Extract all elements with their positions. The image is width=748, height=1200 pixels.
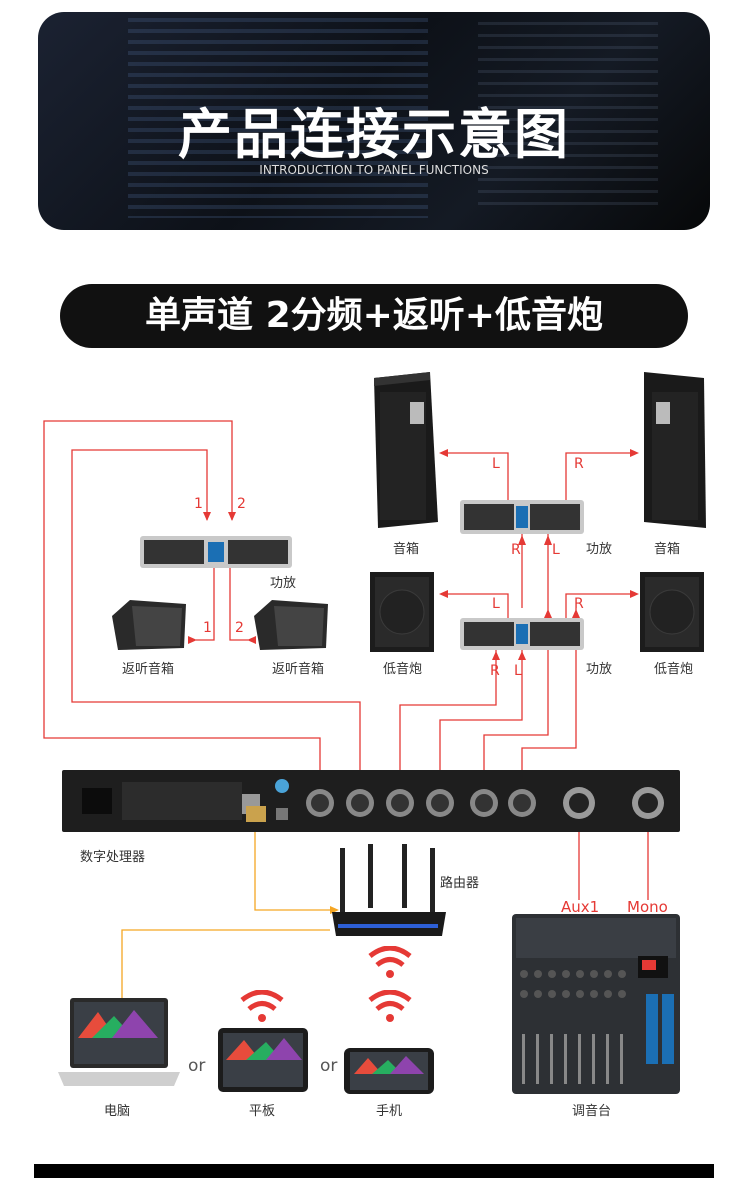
tablet-icon [218,1028,308,1092]
bottom-bar [34,1164,714,1178]
mark-link-r: R [511,542,521,558]
label-mixer: 调音台 [572,1104,612,1119]
speaker-right-icon [644,372,706,528]
amplifier-monitor-icon [140,536,292,568]
wire-sub-l [439,650,523,790]
wifi-tablet-icon [240,990,284,1022]
label-aux1: Aux1 [561,898,600,916]
label-amp-monitor: 功放 [270,576,297,591]
phone-icon [344,1048,434,1094]
wire-sub-out-r [565,593,632,618]
banner-subtitle: INTRODUCTION TO PANEL FUNCTIONS [259,163,489,177]
label-speaker-right: 音箱 [654,542,681,557]
label-mono: Mono [627,898,668,916]
wire-sub-r [399,650,497,790]
label-tablet: 平板 [249,1104,276,1119]
label-speaker-left: 音箱 [393,542,420,557]
subwoofer-left-icon [370,572,434,652]
wire-ethernet [254,818,330,911]
mode-title: 单声道 2分频+返听+低音炮 [60,284,688,348]
label-amp-sub: 功放 [586,662,613,677]
mark-monitor-1-in: 1 [194,496,203,512]
wire-speaker-r [565,452,632,500]
wifi-phone-icon [368,990,412,1022]
mark-monitor-1-out: 1 [203,620,212,636]
mark-speaker-r: R [574,456,584,472]
label-sub-right: 低音炮 [654,662,694,677]
monitor-left-icon [112,600,186,650]
laptop-icon [58,998,180,1086]
label-processor: 数字处理器 [80,850,146,865]
amplifier-top-icon [460,500,584,534]
mark-sub-l: L [492,596,500,612]
router-icon [332,844,446,936]
wire-wifi-computer [121,929,330,1000]
mark-speaker-l: L [492,456,500,472]
label-phone: 手机 [376,1104,403,1119]
wire-monitor-2-out [229,568,248,641]
wifi-router-icon [368,946,412,978]
wire-monitor-2-in [43,420,321,790]
mixer-icon [512,914,680,1094]
processor-rear-panel-icon [62,770,680,832]
amplifier-sub-icon [460,618,584,650]
mark-monitor-2-in: 2 [237,496,246,512]
subwoofer-right-icon [640,572,704,652]
wire-top-l [521,608,577,790]
wire-top-r [483,608,549,790]
monitor-right-icon [254,600,328,650]
label-amp-top: 功放 [586,542,613,557]
speaker-left-icon [374,372,438,528]
or-text-2: or [320,1056,338,1076]
label-monitor-right: 返听音箱 [272,662,325,677]
label-router: 路由器 [440,876,480,891]
or-text-1: or [188,1056,206,1076]
banner-background-code-2 [478,22,658,212]
mark-monitor-2-out: 2 [235,620,244,636]
banner-background-code [128,18,428,218]
wire-monitor-1-in [71,449,361,790]
label-computer: 电脑 [104,1104,131,1119]
wire-monitor-1-out [196,568,215,641]
wire-speaker-l [447,452,509,500]
wire-sub-out-l [447,593,509,618]
label-monitor-left: 返听音箱 [122,662,175,677]
banner-title: 产品连接示意图 [178,103,570,166]
label-sub-left: 低音炮 [383,662,423,677]
mark-link-l: L [552,542,560,558]
mark-sub-in-r: R [490,663,500,679]
header-banner: 产品连接示意图 INTRODUCTION TO PANEL FUNCTIONS [38,12,710,230]
mark-sub-r: R [574,596,584,612]
mark-sub-in-l: L [514,663,522,679]
